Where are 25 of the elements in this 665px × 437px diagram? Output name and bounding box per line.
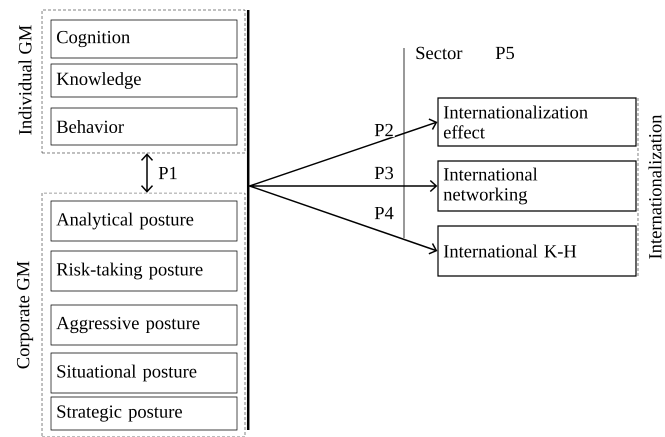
group-heading: Internationalization [648,114,662,259]
text-box: Strategic posture [50,396,238,430]
text-box: Aggressive posture [50,304,238,346]
edge-label: P1 [158,166,177,180]
text-box: Analytical posture [50,200,238,242]
text-box: Knowledge [50,64,238,98]
text-box: Cognition [50,20,238,58]
arrow [249,118,438,187]
edge-label: P2 [374,124,393,136]
text-box: International networking [437,160,637,212]
proposition-label: P5 [496,46,514,60]
edge-label: P4 [374,206,394,220]
sector-label: Sector [416,46,462,60]
text-box: Risk-taking posture [50,250,238,292]
vertical-bar [246,10,250,430]
text-box: Situational posture [50,352,238,394]
edge-label: P3 [374,166,394,180]
arrow [250,180,438,192]
group-heading: Individual GM [18,25,32,135]
arrow [249,185,438,255]
text-box: Internationalization effect [437,97,637,147]
group-heading: Corporate GM [16,261,34,368]
text-box: Behavior [50,108,238,146]
text-box: International K-H [437,225,637,277]
arrow [140,153,154,193]
